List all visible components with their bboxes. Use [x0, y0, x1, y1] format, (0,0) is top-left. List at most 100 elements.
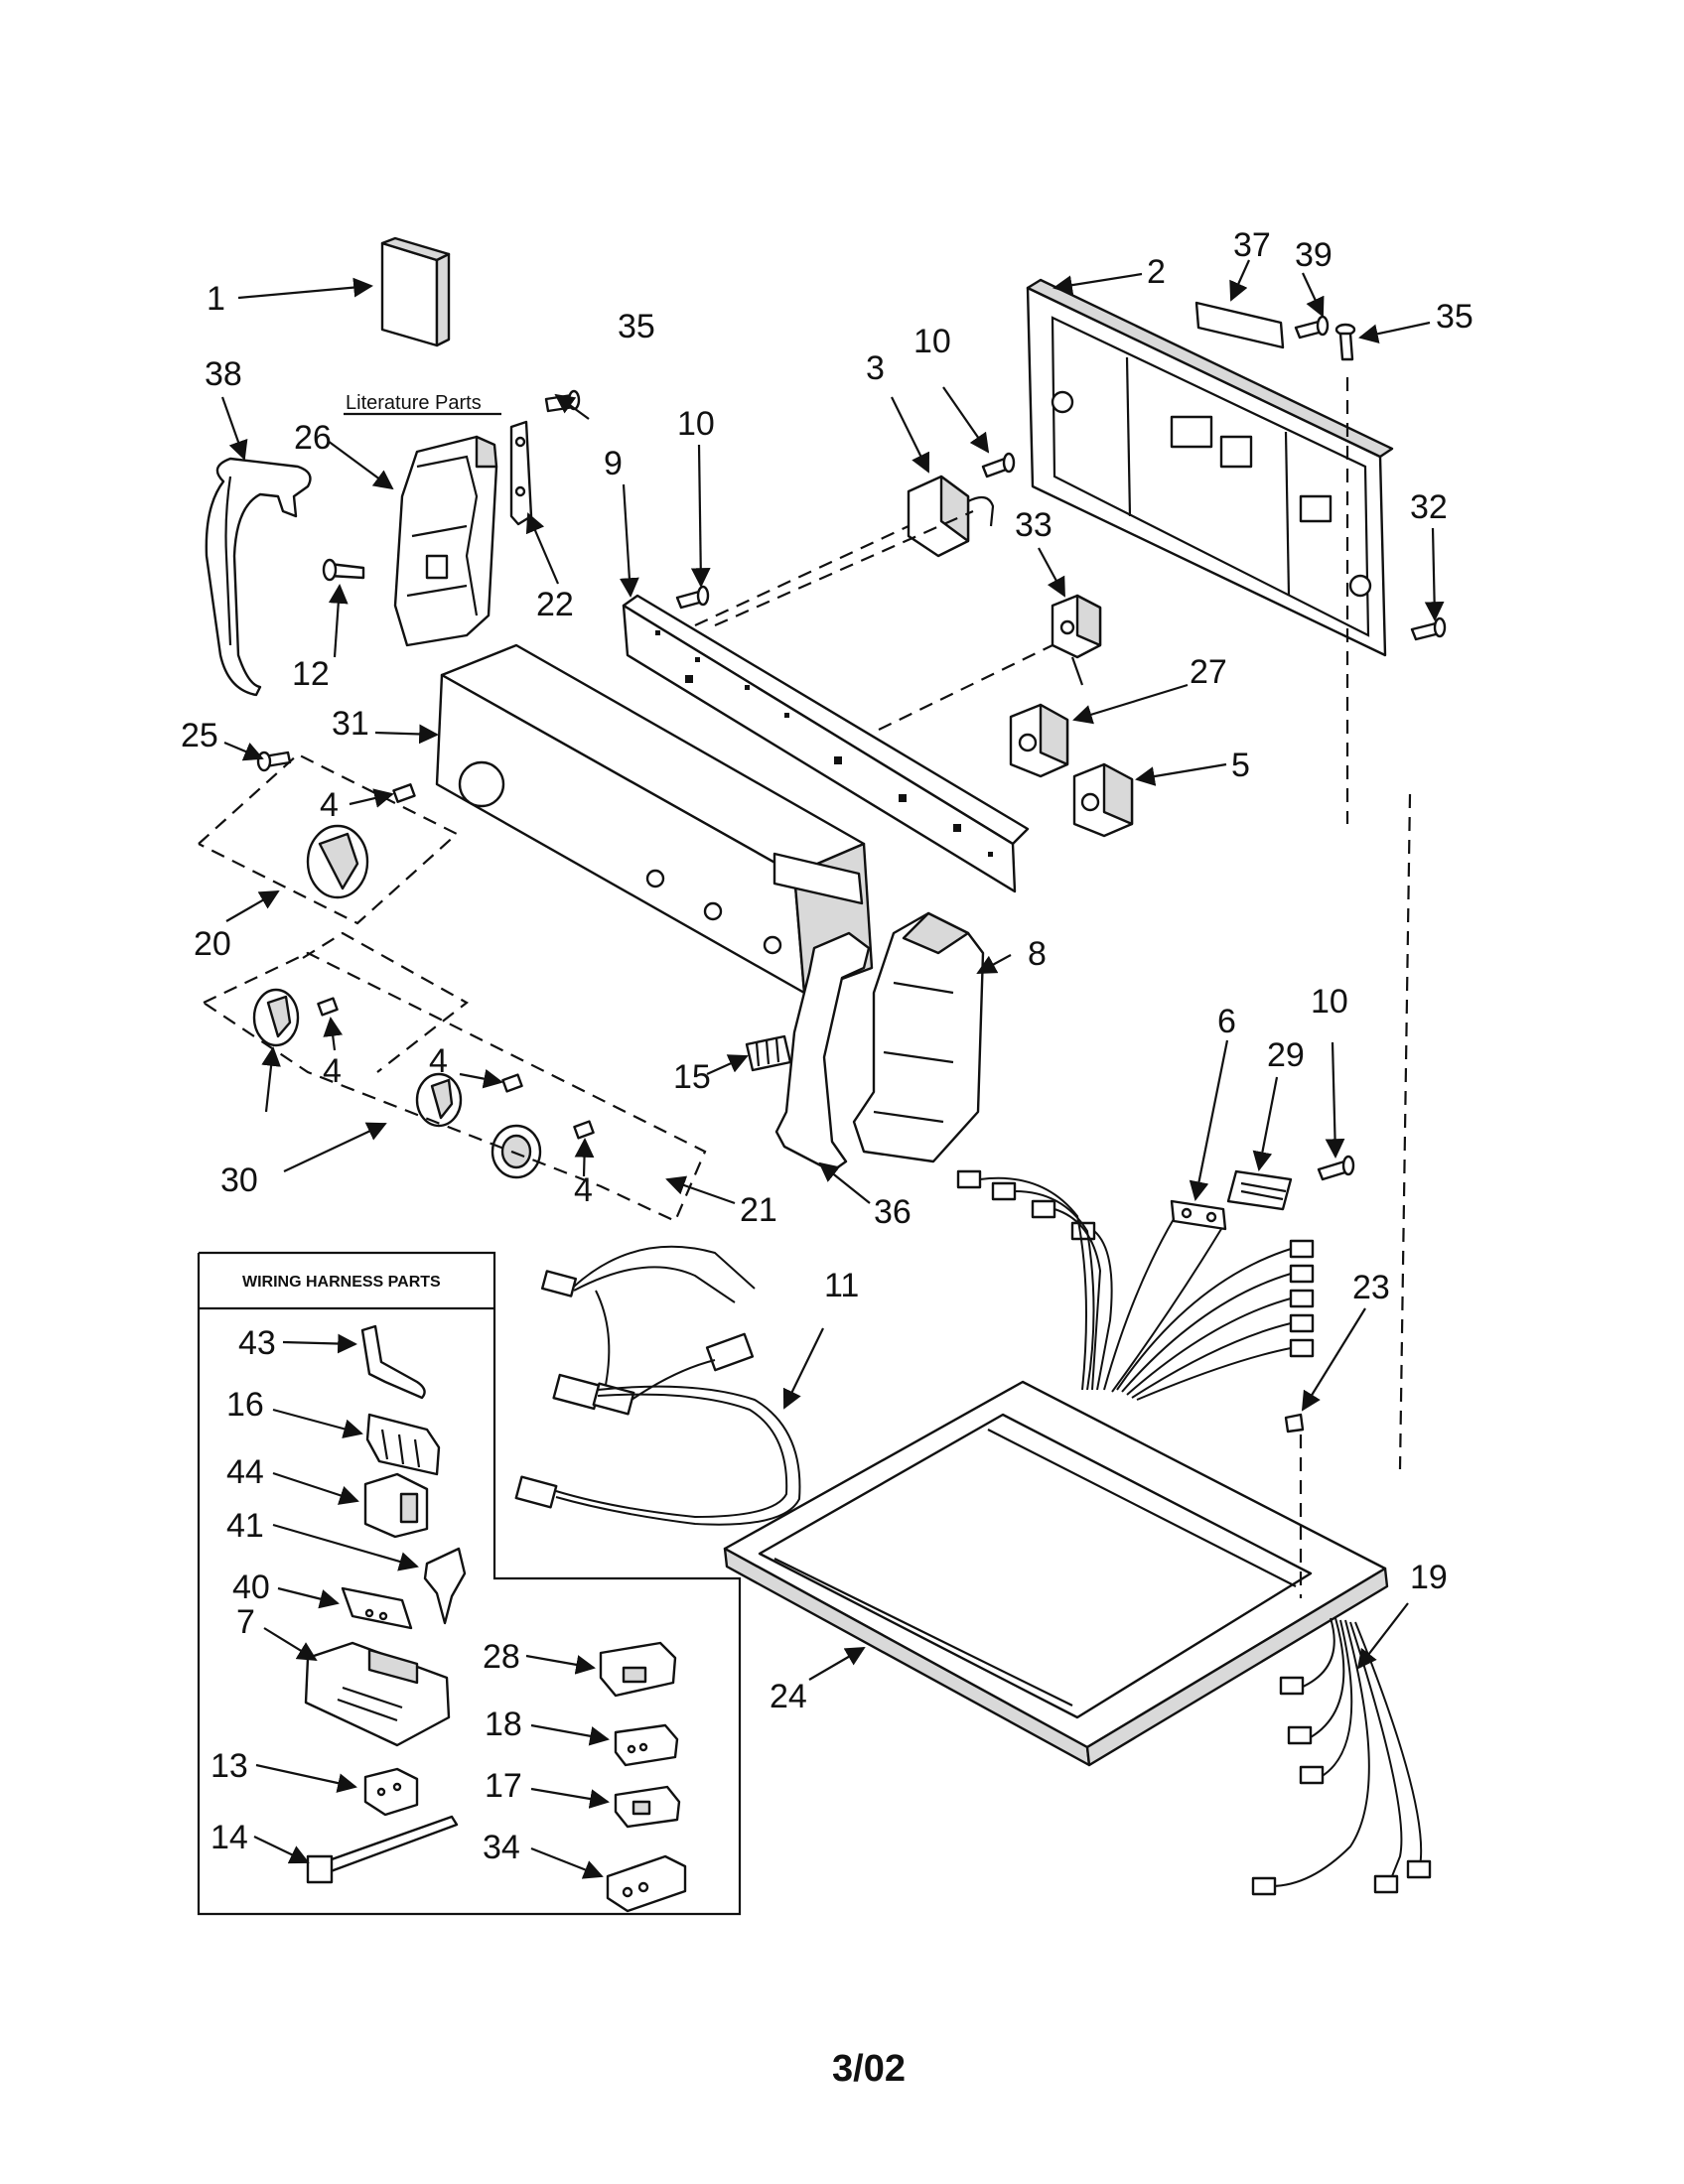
part-knob-round [491, 1124, 542, 1179]
callout-19: 19 [1410, 1559, 1448, 1596]
part-40-connector [341, 1586, 413, 1630]
part-4-spring-b [317, 997, 339, 1017]
part-wires-upper-right [956, 1169, 1315, 1401]
part-12-screw [322, 558, 365, 582]
callout-27: 27 [1190, 653, 1227, 691]
callout-31: 31 [332, 705, 369, 743]
callout-labels: 1 2 3 4 4 4 4 5 6 7 8 9 10 10 10 11 12 1… [181, 226, 1474, 1866]
callout-16: 16 [226, 1386, 264, 1424]
part-23-clip [1284, 1413, 1305, 1433]
wiring-box-title: WIRING HARNESS PARTS [242, 1274, 441, 1291]
callout-44: 44 [226, 1453, 264, 1491]
part-18-connector [614, 1723, 679, 1767]
part-27-component [1009, 703, 1069, 778]
wiring-harness-parts-box: WIRING HARNESS PARTS [197, 1251, 742, 1916]
callout-11: 11 [824, 1267, 859, 1304]
callout-35-b: 35 [1436, 298, 1474, 336]
callout-4-b: 4 [323, 1052, 342, 1090]
callout-22: 22 [536, 586, 574, 623]
callout-21: 21 [740, 1191, 777, 1229]
callout-35-a: 35 [618, 308, 655, 345]
callout-36: 36 [874, 1193, 912, 1231]
callout-4-d: 4 [574, 1171, 593, 1209]
callout-41: 41 [226, 1507, 264, 1545]
callout-29: 29 [1267, 1036, 1305, 1074]
part-29-label [1226, 1169, 1293, 1211]
part-14-cable-tie [306, 1815, 459, 1884]
callout-24: 24 [770, 1678, 807, 1715]
callout-14: 14 [210, 1819, 248, 1856]
part-17-connector [614, 1785, 681, 1829]
part-10-screw-c [1317, 1155, 1355, 1181]
part-6-board [1170, 1199, 1227, 1231]
part-38-end-cap-handle [205, 457, 312, 697]
part-2-rear-console-panel [1026, 278, 1394, 657]
callout-10-b: 10 [913, 323, 951, 360]
callout-25: 25 [181, 717, 218, 754]
part-31-console-housing [435, 643, 874, 995]
callout-23: 23 [1352, 1269, 1390, 1306]
callout-7: 7 [236, 1603, 255, 1641]
callout-39: 39 [1295, 236, 1333, 274]
callout-38: 38 [205, 355, 242, 393]
part-11-wire-harness [514, 1245, 801, 1526]
part-43-terminal [360, 1324, 426, 1400]
part-5-component [1072, 762, 1134, 838]
callout-9: 9 [604, 445, 623, 482]
page-footer-date: 3/02 [832, 2048, 906, 2090]
callout-5: 5 [1231, 747, 1250, 784]
callout-37: 37 [1233, 226, 1271, 264]
callout-33: 33 [1015, 506, 1052, 544]
callout-1: 1 [207, 280, 225, 318]
callout-15: 15 [673, 1058, 711, 1096]
callout-40: 40 [232, 1569, 270, 1606]
part-24-top-panel [723, 1380, 1389, 1767]
part-13-connector [363, 1767, 419, 1817]
part-44-connector [363, 1472, 429, 1539]
part-8-console-end-bracket [852, 911, 985, 1163]
part-39-screw [1294, 315, 1330, 340]
part-22-bracket [509, 420, 533, 526]
dashed-guide-lines [198, 377, 1412, 1598]
callout-6: 6 [1217, 1003, 1236, 1040]
callout-34: 34 [483, 1829, 520, 1866]
callout-4-c: 4 [429, 1042, 448, 1080]
part-32-screw [1410, 616, 1447, 641]
part-33-component [1051, 594, 1102, 686]
part-4-spring-a [392, 783, 416, 803]
leader-arrows [220, 259, 1445, 1879]
callout-12: 12 [292, 655, 330, 693]
callout-32: 32 [1410, 488, 1448, 526]
part-10-screw-a [675, 585, 710, 610]
part-28-connector [599, 1641, 677, 1698]
part-25-screw [256, 751, 292, 772]
callout-20: 20 [194, 925, 231, 963]
callout-28: 28 [483, 1638, 520, 1676]
part-4-spring-d [573, 1120, 595, 1140]
part-26-console-end-bracket [393, 435, 498, 647]
part-36-end-cap-handle [774, 931, 871, 1173]
callout-10-a: 10 [677, 405, 715, 443]
part-7-connector-block [304, 1641, 451, 1747]
part-knob-small [415, 1072, 463, 1128]
part-20-knob [306, 824, 369, 899]
callout-30: 30 [220, 1161, 258, 1199]
callout-18: 18 [485, 1706, 522, 1743]
literature-parts-label: Literature Parts [346, 392, 482, 414]
callout-17: 17 [485, 1767, 522, 1805]
callout-8: 8 [1028, 935, 1047, 973]
part-10-screw-b [981, 452, 1016, 478]
callout-10-c: 10 [1311, 983, 1348, 1021]
part-37-plate [1194, 301, 1285, 349]
part-3-switch [907, 475, 995, 558]
callout-43: 43 [238, 1324, 276, 1362]
callout-3: 3 [866, 349, 885, 387]
part-9-control-panel-strip [622, 594, 1030, 893]
callout-26: 26 [294, 419, 332, 457]
part-16-connector [365, 1413, 441, 1476]
callout-4-a: 4 [320, 786, 339, 824]
callout-2: 2 [1147, 253, 1166, 291]
part-34-connector [606, 1854, 687, 1913]
callout-13: 13 [210, 1747, 248, 1785]
